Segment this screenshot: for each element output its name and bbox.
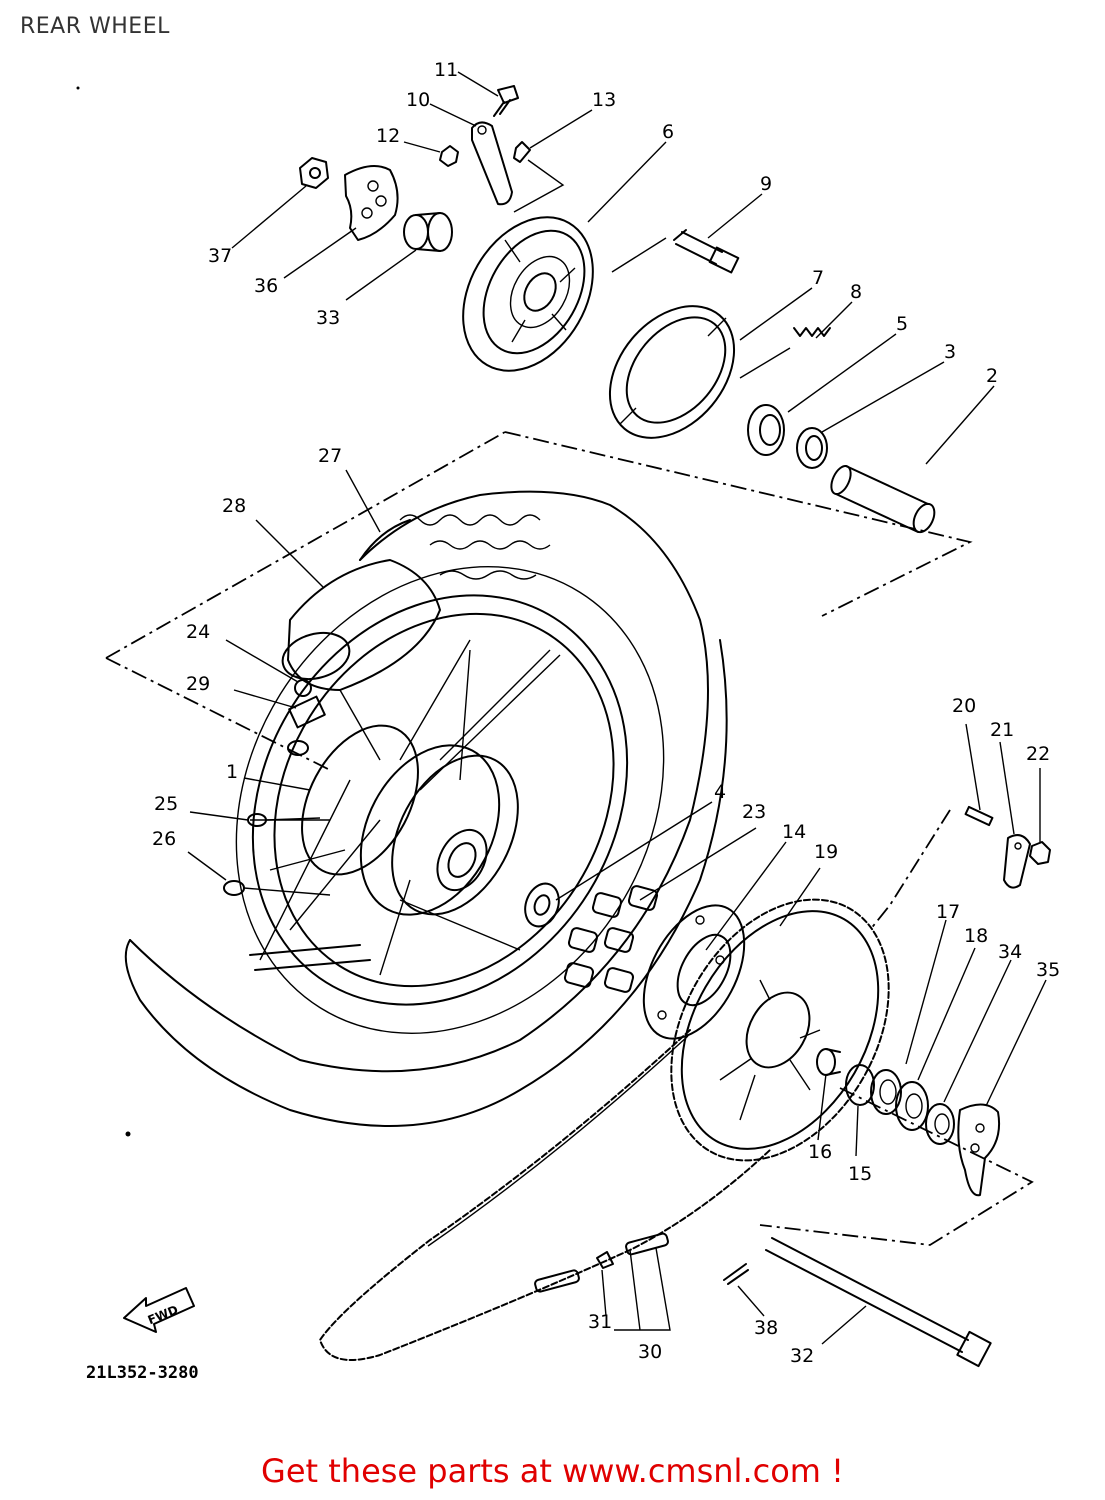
callout-16: 16 (808, 1141, 832, 1163)
fwd-label: FWD (146, 1303, 180, 1328)
chain-joint-left[interactable] (534, 1269, 580, 1293)
callout-30: 30 (638, 1341, 662, 1363)
part-23-dampers[interactable] (563, 885, 659, 993)
callout-7: 7 (812, 267, 824, 289)
part-8-spring[interactable] (793, 327, 831, 337)
leader-13 (513, 159, 565, 213)
axis-guide-upper (504, 431, 973, 617)
part-30-chain-joint[interactable] (625, 1232, 669, 1256)
part-17-bearing[interactable] (870, 1069, 902, 1115)
leader-lines (187, 71, 1047, 1345)
part-10-brake-arm[interactable] (471, 121, 513, 206)
callout-11: 11 (434, 59, 458, 81)
callout-26: 26 (152, 828, 176, 850)
part-34-collar[interactable] (925, 1103, 955, 1145)
part-33-collar[interactable] (403, 212, 453, 252)
leader-9-dash (611, 237, 667, 273)
part-5-oil-seal[interactable] (747, 404, 785, 456)
part-16-collar[interactable] (816, 1048, 841, 1076)
diagram-code: 21L352-3280 (86, 1363, 199, 1383)
callout-31: 31 (588, 1311, 612, 1333)
callout-37: 37 (208, 245, 232, 267)
callout-34: 34 (998, 941, 1022, 963)
part-36-plate[interactable] (344, 165, 399, 241)
part-18-seal[interactable] (895, 1081, 929, 1131)
part-9-camshaft[interactable] (673, 229, 740, 274)
callout-21: 21 (990, 719, 1014, 741)
forward-arrow-icon: FWD (123, 1287, 195, 1333)
speck (76, 86, 80, 90)
callout-5: 5 (896, 313, 908, 335)
part-22-nut[interactable] (1029, 841, 1051, 865)
callout-25: 25 (154, 793, 178, 815)
axis-guide-adjuster (869, 809, 951, 931)
callout-14: 14 (782, 821, 806, 843)
axis-guide-left (105, 431, 506, 659)
part-7-brake-shoes[interactable] (585, 282, 760, 462)
page-title: REAR WHEEL (20, 14, 170, 39)
callout-12: 12 (376, 125, 400, 147)
part-26-spoke[interactable] (223, 880, 331, 896)
part-19-sprocket[interactable] (627, 861, 933, 1199)
part-4-bearing[interactable] (519, 879, 564, 931)
leader-8-dash (739, 347, 791, 379)
chain[interactable] (319, 1029, 771, 1361)
part-15-seal[interactable] (845, 1064, 875, 1106)
valve-nut[interactable] (287, 740, 309, 756)
callout-9: 9 (760, 173, 772, 195)
part-20-pin[interactable] (964, 805, 994, 827)
part-1-wheel-assembly[interactable] (124, 486, 750, 1127)
callout-35: 35 (1036, 959, 1060, 981)
callout-8: 8 (850, 281, 862, 303)
callout-15: 15 (848, 1163, 872, 1185)
callout-1: 1 (226, 761, 238, 783)
part-29-valve[interactable] (288, 695, 326, 729)
part-6-brake-plate[interactable] (437, 194, 619, 394)
part-11-bolt[interactable] (493, 85, 519, 117)
callout-10: 10 (406, 89, 430, 111)
callout-28: 28 (222, 495, 246, 517)
footer-link[interactable]: Get these parts at www.cmsnl.com ! (261, 1452, 844, 1490)
callout-33: 33 (316, 307, 340, 329)
callout-13: 13 (592, 89, 616, 111)
callouts: 1 2 3 4 5 6 7 8 9 10 11 12 13 14 15 16 1… (152, 59, 1060, 1367)
callout-20: 20 (952, 695, 976, 717)
part-3-bearing[interactable] (796, 427, 828, 469)
part-2-spacer[interactable] (827, 463, 938, 535)
callout-18: 18 (964, 925, 988, 947)
callout-17: 17 (936, 901, 960, 923)
part-21-adjuster[interactable] (1003, 834, 1031, 889)
callout-3: 3 (944, 341, 956, 363)
part-13-pin[interactable] (513, 141, 531, 163)
axis-guide-axle (759, 1087, 1034, 1246)
part-31-chain-clip[interactable] (596, 1251, 614, 1269)
speck (125, 1131, 131, 1137)
part-37-nut[interactable] (299, 157, 329, 189)
part-14-sprocket-hub[interactable] (623, 889, 765, 1056)
callout-29: 29 (186, 673, 210, 695)
callout-36: 36 (254, 275, 278, 297)
callout-27: 27 (318, 445, 342, 467)
callout-6: 6 (662, 121, 674, 143)
part-38-cotter-pin[interactable] (723, 1263, 749, 1285)
part-24-valve-cap[interactable] (294, 679, 312, 697)
callout-24: 24 (186, 621, 210, 643)
callout-23: 23 (742, 801, 766, 823)
part-28-rim-band[interactable] (277, 559, 441, 691)
callout-2: 2 (986, 365, 998, 387)
callout-38: 38 (754, 1317, 778, 1339)
callout-19: 19 (814, 841, 838, 863)
part-12-nut[interactable] (439, 145, 459, 167)
callout-22: 22 (1026, 743, 1050, 765)
callout-4: 4 (714, 781, 726, 803)
part-35-plate[interactable] (957, 1103, 1001, 1197)
callout-32: 32 (790, 1345, 814, 1367)
part-32-axle[interactable] (765, 1237, 992, 1368)
